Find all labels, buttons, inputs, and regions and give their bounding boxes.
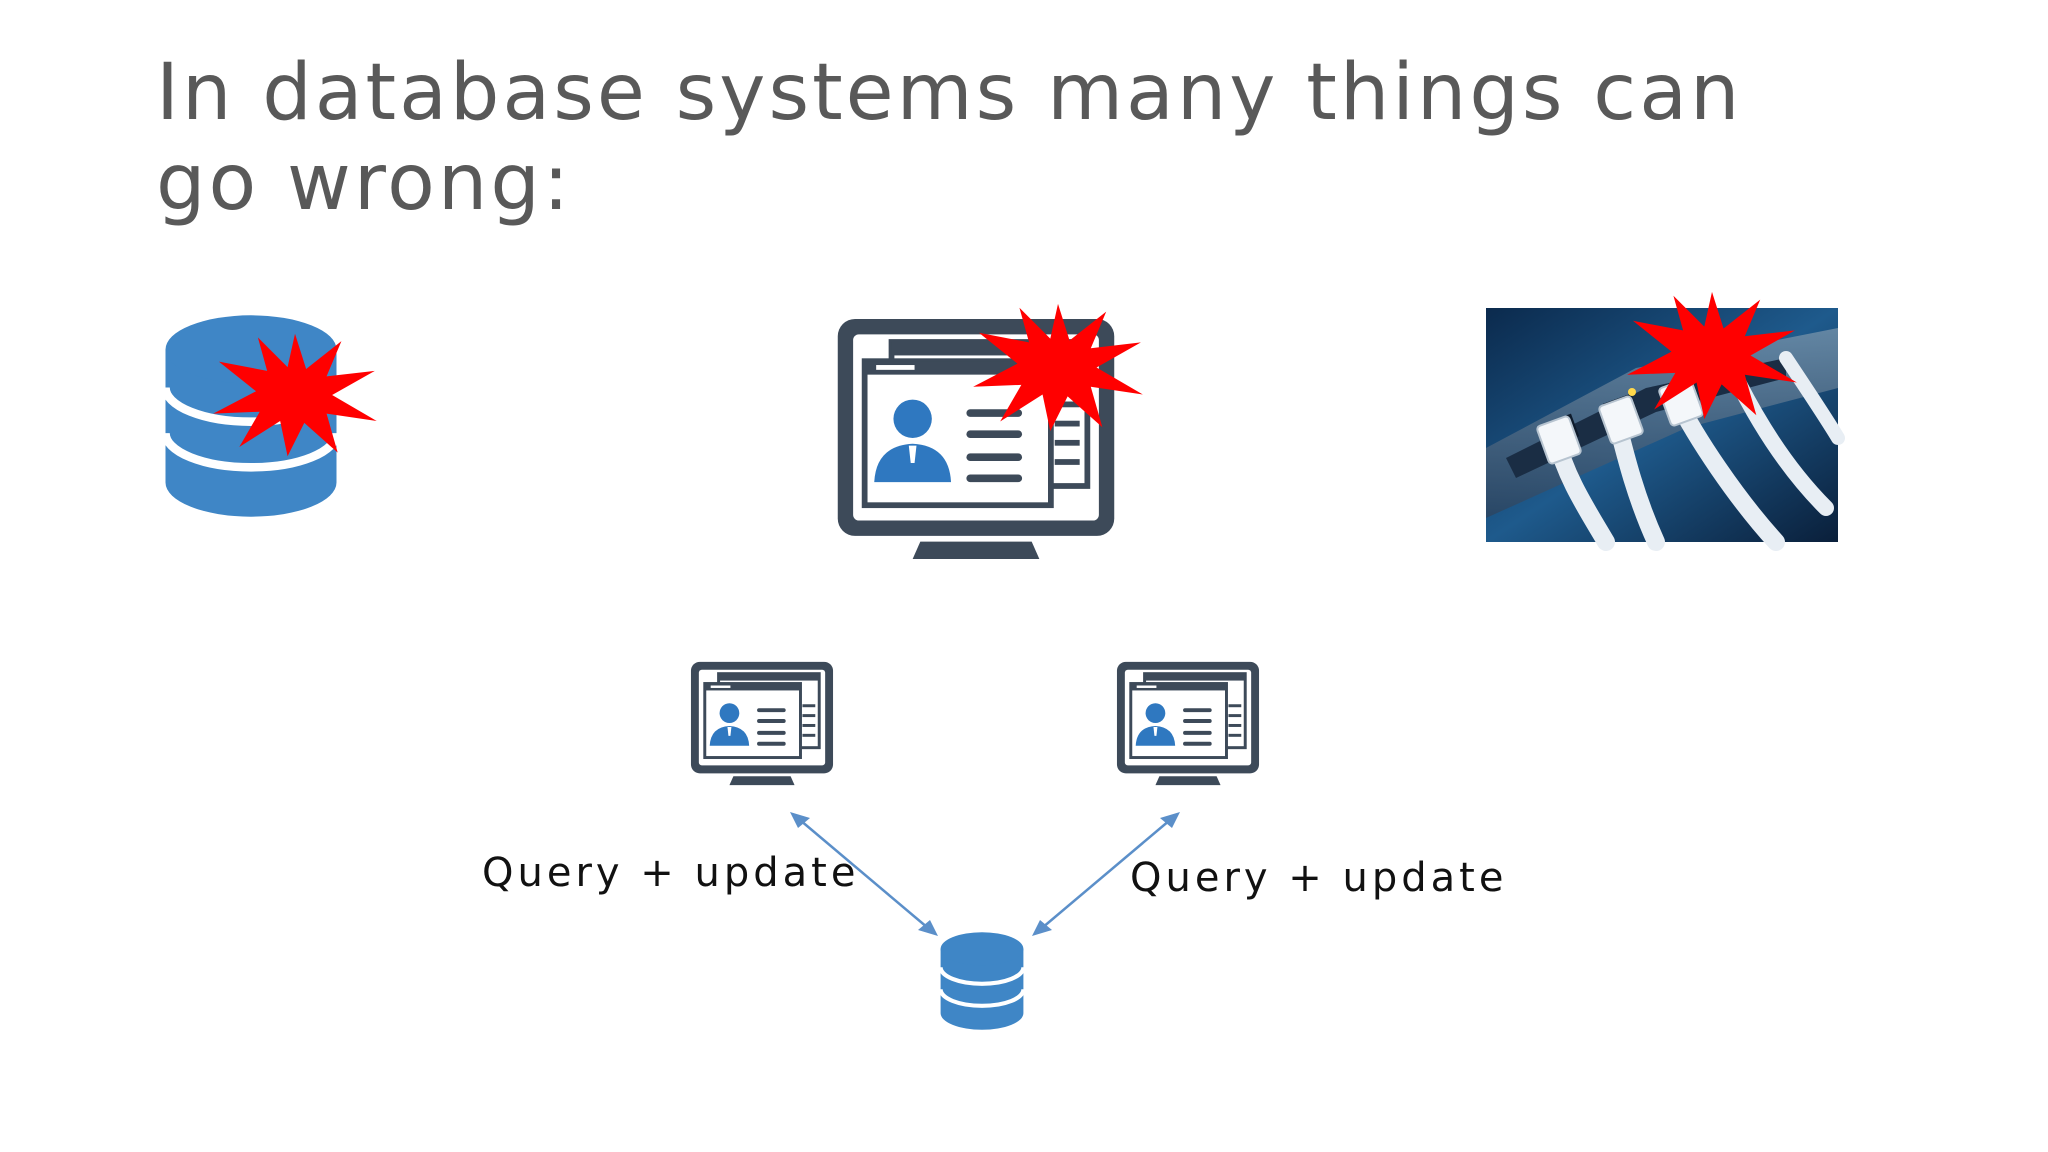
monitor-icon <box>689 660 835 787</box>
explosion-burst-icon <box>1627 291 1797 420</box>
double-arrow-icon <box>1032 812 1180 936</box>
monitor-icon <box>1115 660 1261 787</box>
database-icon <box>936 928 1028 1034</box>
network-cables-photo <box>1486 308 1845 551</box>
slide-title: In database systems many things can go w… <box>156 48 1743 228</box>
left-arrow-label: Query + update <box>482 850 860 896</box>
right-arrow-label: Query + update <box>1130 855 1508 901</box>
explosion-burst-icon <box>213 333 377 457</box>
explosion-burst-icon <box>973 303 1143 432</box>
double-arrow-icon <box>790 812 938 936</box>
